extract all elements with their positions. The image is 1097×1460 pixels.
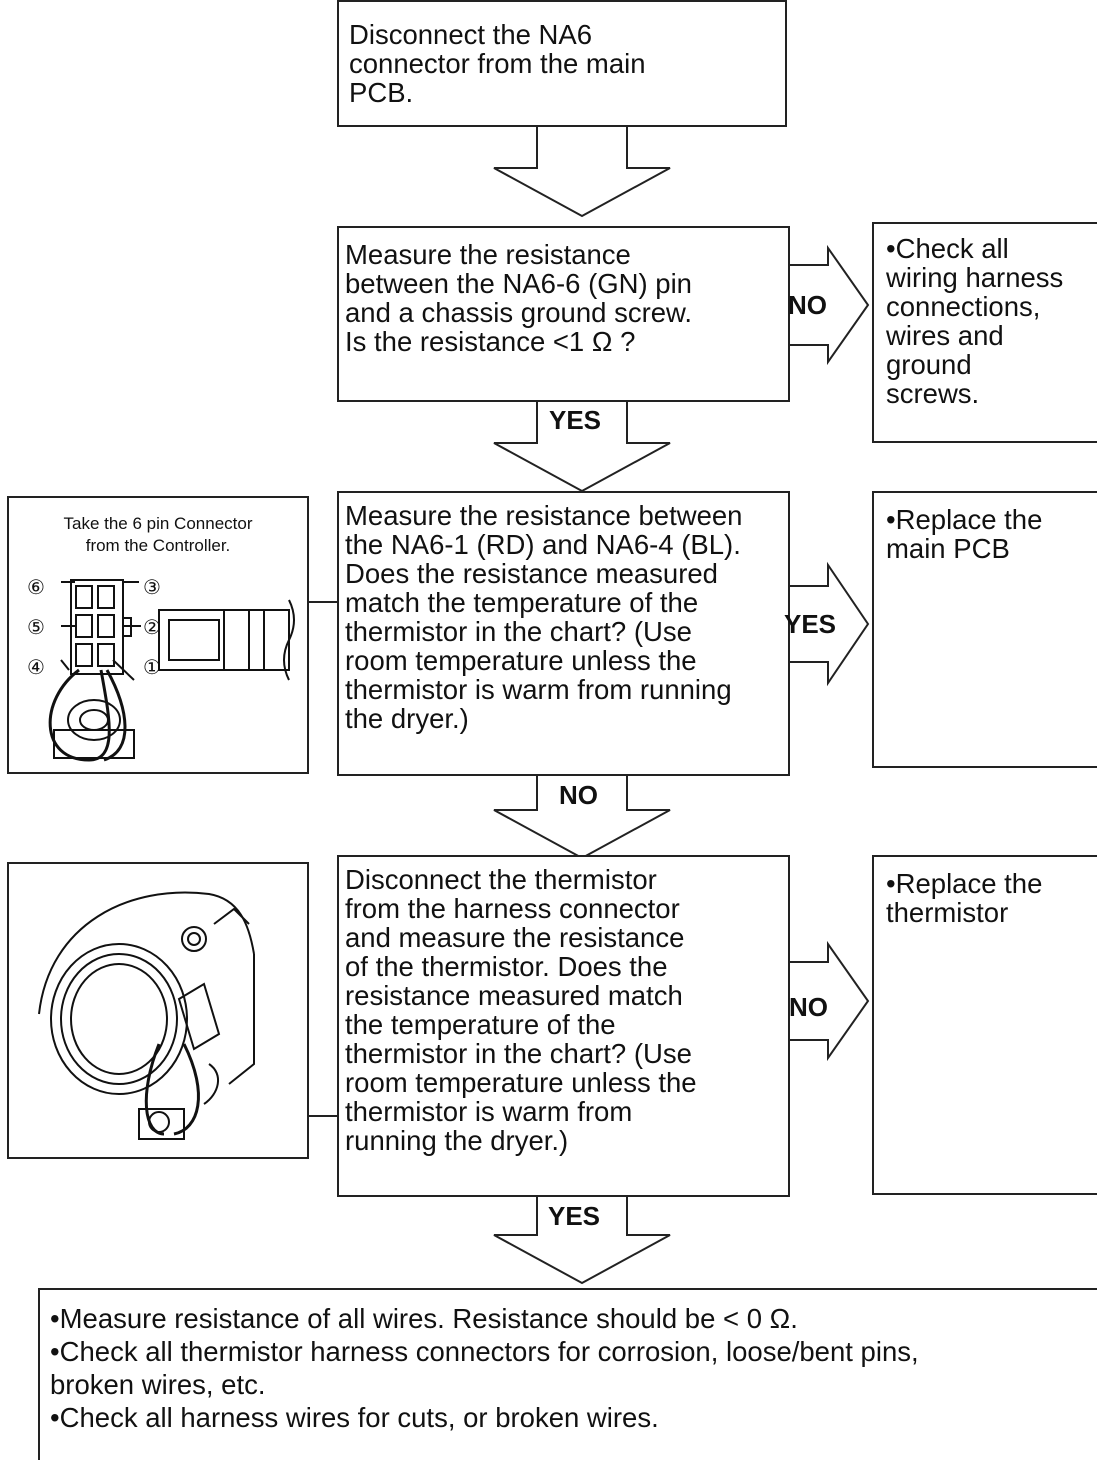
- connector-figure: Take the 6 pin Connector from the Contro…: [7, 496, 309, 774]
- result-replace-pcb: •Replace the main PCB: [872, 491, 1097, 768]
- step-measure-thermistor-text: Disconnect the thermistor from the harne…: [345, 864, 697, 1156]
- thermistor-figure: [7, 862, 309, 1159]
- step-measure-thermistor-circuit: Measure the resistance between the NA6-1…: [337, 491, 790, 776]
- arrow-down-1: [493, 124, 671, 218]
- pin-label-6: ⑥: [27, 575, 45, 599]
- arrow-right-no-1: [787, 244, 870, 366]
- final-check-item: •Check all harness wires for cuts, or br…: [50, 1402, 659, 1433]
- pin-label-5: ⑤: [27, 615, 45, 639]
- label-yes-thermistor: YES: [548, 1201, 601, 1231]
- arrow-right-yes-2: [787, 561, 870, 687]
- step-measure-ground: Measure the resistance between the NA6-6…: [337, 226, 790, 402]
- result-replace-pcb-text: •Replace the main PCB: [886, 504, 1043, 564]
- connector-figure-caption: Take the 6 pin Connector from the Contro…: [63, 514, 253, 555]
- pin-label-2: ②: [143, 615, 161, 639]
- label-yes-circuit: YES: [784, 609, 837, 639]
- pin-label-4: ④: [27, 655, 45, 679]
- final-check-item: •Check all thermistor harness connectors…: [50, 1336, 919, 1400]
- pin-label-3: ③: [143, 575, 161, 599]
- arrow-down-no-2: [493, 774, 671, 860]
- step-disconnect-na6: Disconnect the NA6 connector from the ma…: [337, 0, 787, 127]
- result-replace-thermistor-text: •Replace the thermistor: [886, 868, 1043, 928]
- arrow-down-yes-1: [493, 399, 671, 493]
- step-measure-thermistor: Disconnect the thermistor from the harne…: [337, 855, 790, 1197]
- step-disconnect-na6-text: Disconnect the NA6 connector from the ma…: [349, 19, 646, 108]
- result-check-wiring: •Check all wiring harness connections, w…: [872, 222, 1097, 443]
- final-check-item: •Measure resistance of all wires. Resist…: [50, 1303, 798, 1334]
- result-replace-thermistor: •Replace the thermistor: [872, 855, 1097, 1195]
- arrow-down-yes-3: [493, 1194, 671, 1285]
- pin-label-1: ①: [143, 655, 161, 679]
- label-no-circuit: NO: [559, 780, 598, 810]
- step-measure-ground-text: Measure the resistance between the NA6-6…: [345, 239, 692, 357]
- final-checks-box: •Measure resistance of all wires. Resist…: [38, 1288, 1097, 1460]
- final-checks-list: •Measure resistance of all wires. Resist…: [50, 1302, 919, 1434]
- result-check-wiring-text: •Check all wiring harness connections, w…: [886, 233, 1064, 409]
- label-no-ground: NO: [788, 290, 827, 320]
- connector-diagram: ⑥ ③ ⑤ ② ④ ①: [27, 575, 295, 762]
- label-yes-ground: YES: [549, 405, 602, 435]
- label-no-thermistor: NO: [789, 992, 828, 1022]
- thermistor-illustration: [38, 891, 255, 1140]
- arrow-right-no-3: [787, 940, 870, 1062]
- step-measure-thermistor-circuit-text: Measure the resistance between the NA6-1…: [345, 500, 743, 734]
